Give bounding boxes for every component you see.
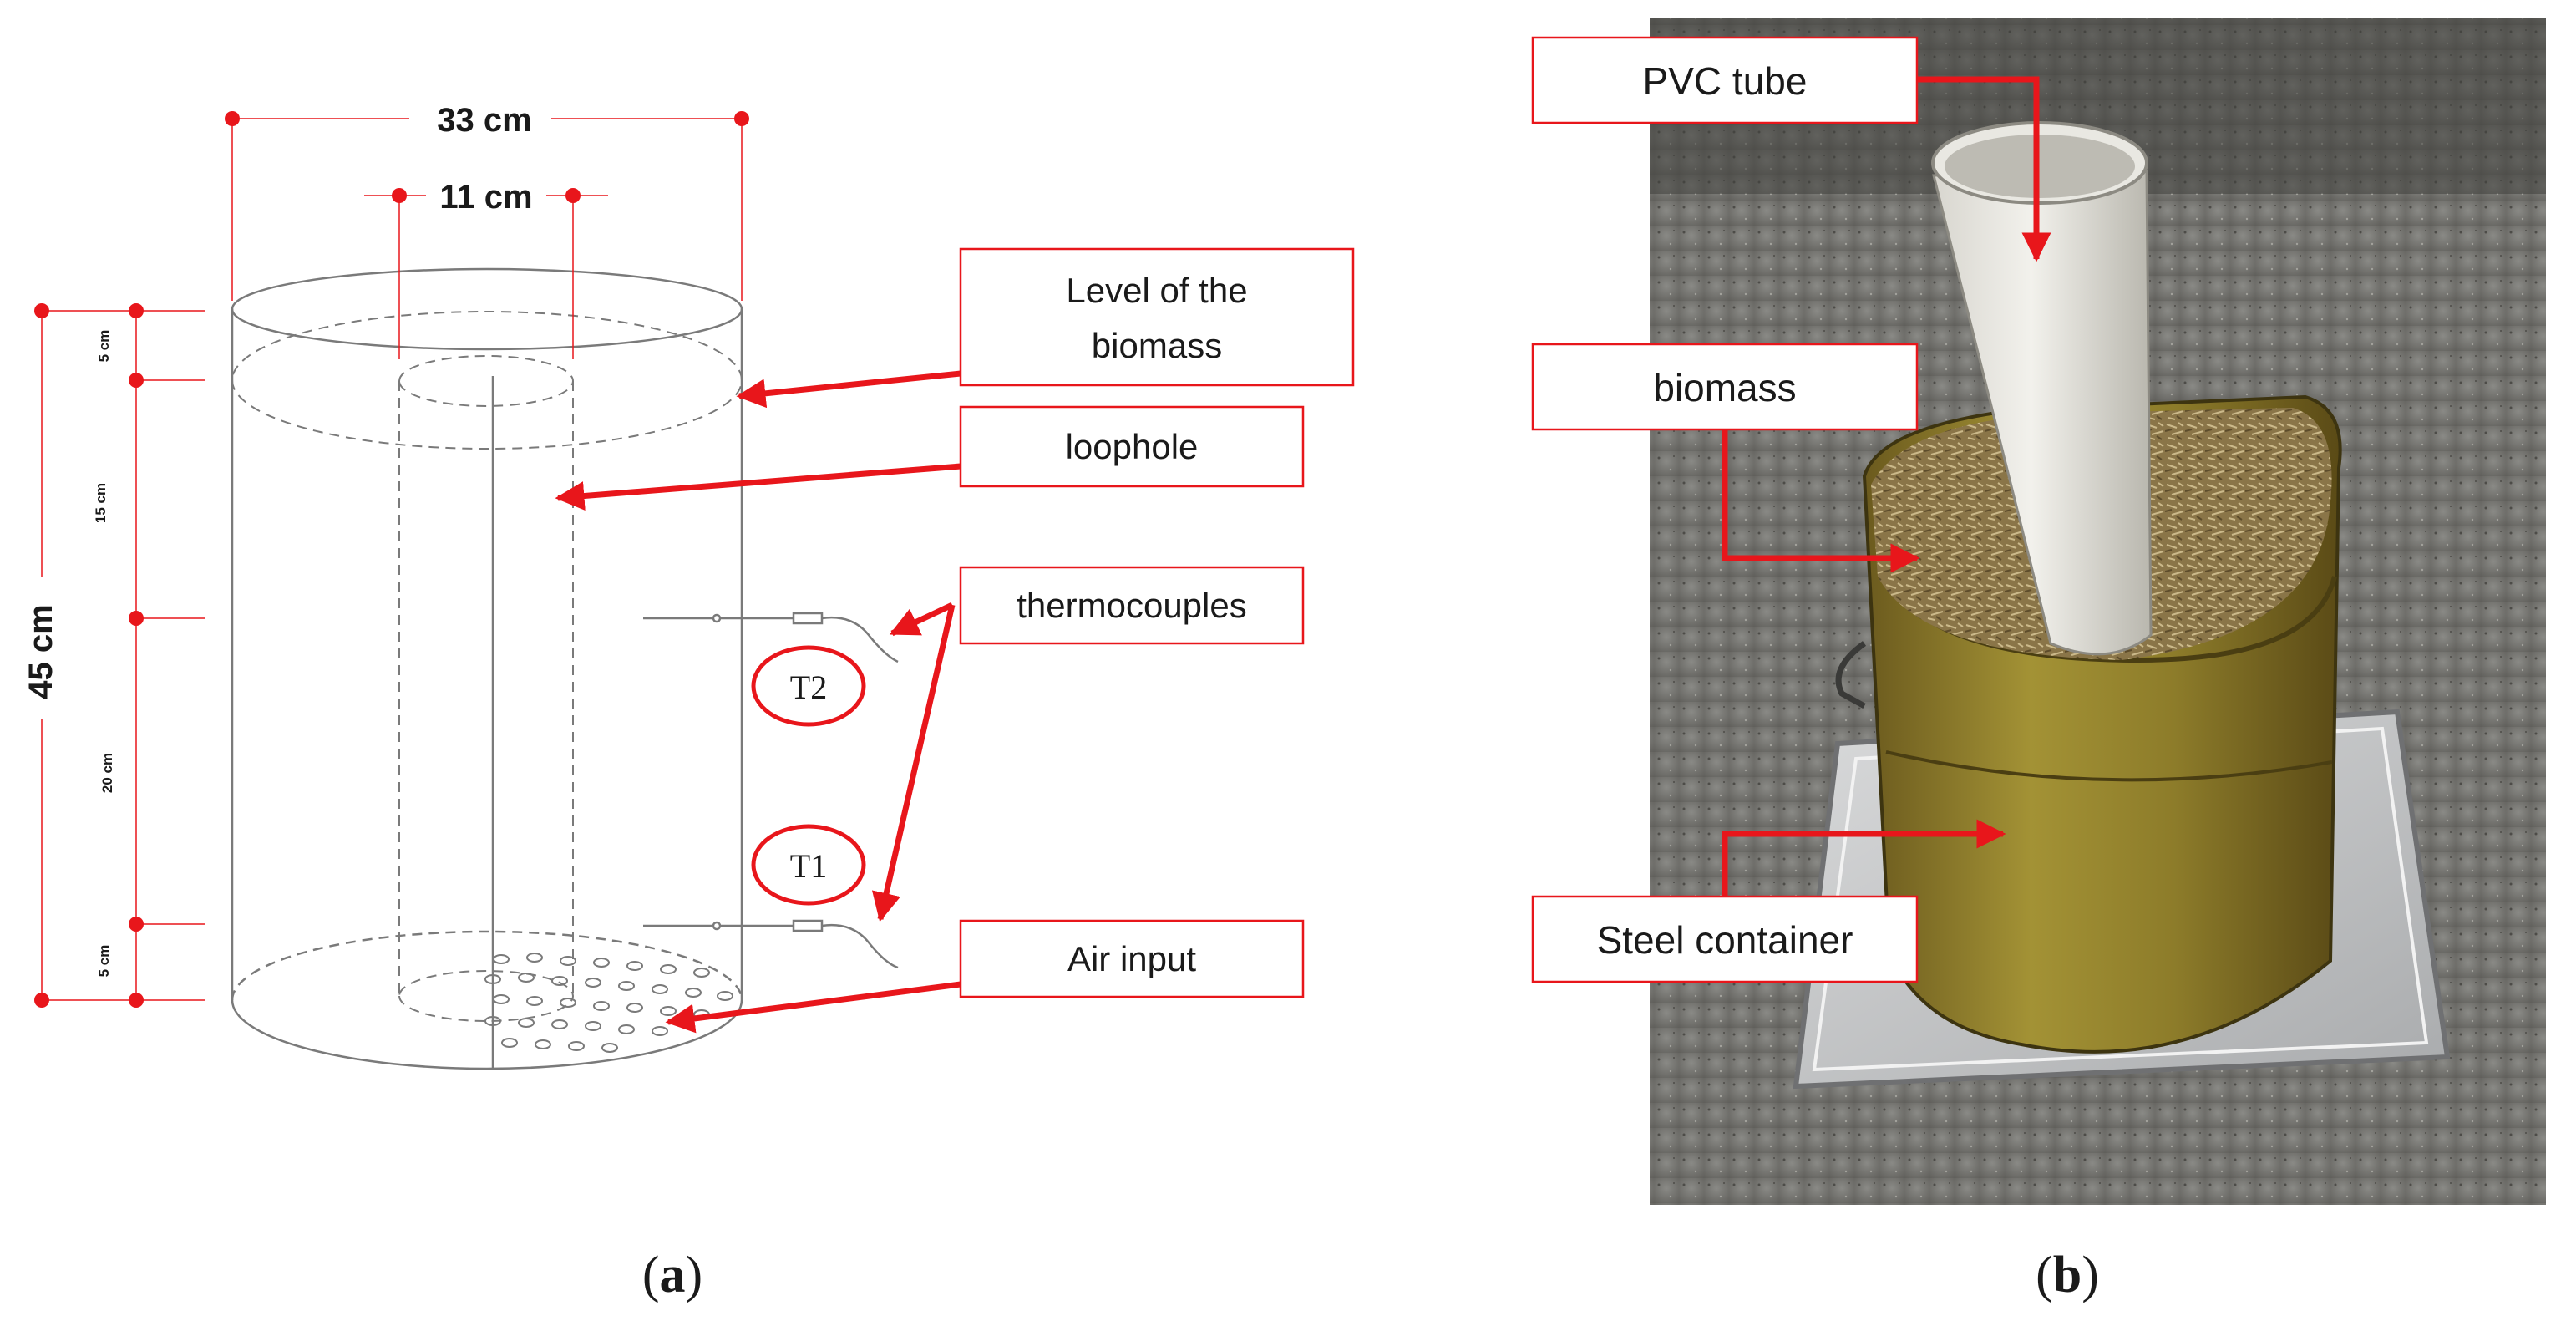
- outer-cylinder: [231, 267, 743, 1070]
- callout-thermocouples: thermocouples: [871, 566, 1305, 922]
- dimension-height: 45 cm 5 cm 15 cm 20 cm 5 cm: [23, 303, 205, 1008]
- air-holes: [484, 953, 733, 1053]
- callout-steel-container: Steel container: [1531, 819, 2006, 983]
- panel-a-schematic: 33 cm 11 cm: [23, 102, 1355, 1303]
- total-height-label: 45 cm: [23, 604, 59, 699]
- sensor-t1-label: T1: [790, 847, 827, 885]
- callout-pvc-tube: PVC tube: [1531, 36, 2051, 262]
- callout-loophole: loophole: [555, 405, 1305, 511]
- steel-container-label: Steel container: [1597, 918, 1853, 962]
- outer-diameter-label: 33 cm: [437, 102, 531, 139]
- thermocouple-probe-t2: [643, 612, 899, 663]
- inner-diameter-label: 11 cm: [439, 179, 532, 216]
- segment-top-label: 5 cm: [96, 330, 112, 363]
- sensor-t2-label: T2: [790, 668, 827, 706]
- biomass-level-ellipse: [231, 311, 743, 450]
- caption-b: (b): [2036, 1247, 2099, 1303]
- air-input-label: Air input: [1067, 939, 1196, 978]
- loophole-label: loophole: [1066, 427, 1199, 466]
- panel-b-photo: PVC tube biomass Steel container (b): [1531, 18, 2546, 1303]
- level-label-line2: biomass: [1092, 326, 1222, 365]
- segment-middle-label: 20 cm: [99, 753, 115, 793]
- thermocouple-probe-t1: [643, 919, 899, 969]
- sensor-t1: T1: [751, 824, 866, 906]
- segment-upper-label: 15 cm: [93, 483, 109, 523]
- dimension-inner-diameter: 11 cm: [364, 179, 608, 359]
- sensor-t2: T2: [751, 645, 866, 727]
- biomass-label: biomass: [1653, 366, 1796, 409]
- segment-bottom-label: 5 cm: [96, 945, 112, 978]
- callout-air-input: Air input: [665, 919, 1305, 1034]
- dimension-outer-diameter: 33 cm: [225, 102, 749, 301]
- thermocouples-label: thermocouples: [1017, 586, 1246, 625]
- callout-biomass: biomass: [1531, 343, 1920, 573]
- pvc-tube-label: PVC tube: [1643, 59, 1808, 103]
- pvc-tube: [1931, 121, 2153, 656]
- level-label-line1: Level of the: [1066, 271, 1247, 310]
- inner-tube: [398, 355, 575, 1022]
- callout-level-of-biomass: Level of the biomass: [736, 247, 1355, 409]
- caption-a: (a): [642, 1247, 702, 1303]
